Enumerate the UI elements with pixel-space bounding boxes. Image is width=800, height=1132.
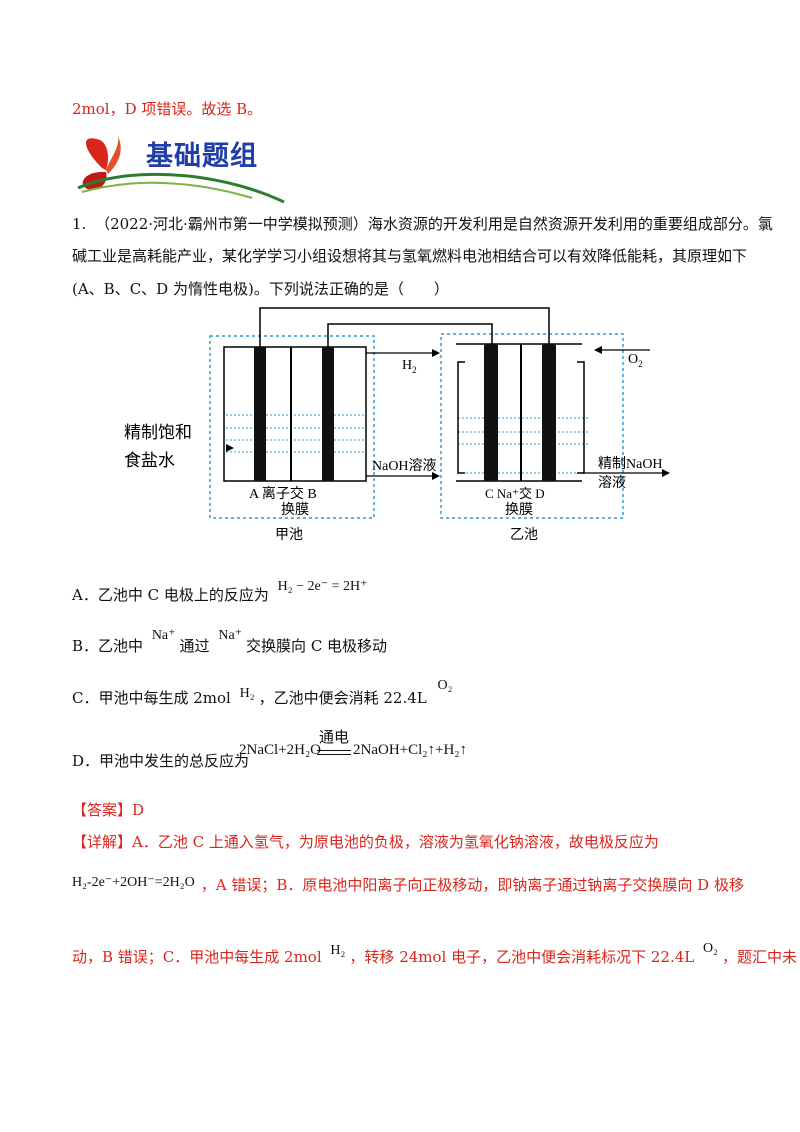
option-c-text-2: ，乙池中便会消耗 22.4L (258, 689, 427, 707)
option-b-text-2: 通过 (179, 637, 210, 655)
butterfly-icon (77, 136, 285, 204)
right-cell-boundary (440, 333, 624, 519)
question-line-2: 碱工业是高耗能产业，某化学学习小组设想将其与氢氧燃料电池相结合可以有效降低能耗，… (72, 247, 748, 265)
detail-text-3a: 动，B 错误；C．甲池中每生成 2mol (72, 948, 322, 966)
option-a-formula: H₂ − 2e⁻ = 2H⁺ (277, 579, 368, 594)
left-cell-label: 甲池 (275, 527, 303, 543)
previous-answer-tail: 2mol，D 项错误。故选 B。 (72, 100, 263, 118)
brine-label-2: 食盐水 (124, 451, 175, 470)
wire-b-c (327, 323, 493, 347)
refined-naoh-label-2: 溶液 (598, 475, 626, 491)
section-banner: 基础题组 (72, 128, 292, 204)
o2-label: O2 (628, 352, 643, 369)
refined-naoh-label-1: 精制NaOH (598, 456, 663, 472)
option-d-products: 2NaOH+Cl₂↑+H₂↑ (353, 742, 468, 758)
option-d-equals-sign (317, 750, 351, 755)
option-c-h2: H₂ (239, 686, 255, 701)
question-line-1: 1. （2022·河北·霸州市第一中学模拟预测）海水资源的开发利用是自然资源开发… (72, 214, 773, 234)
question-stem-1: 海水资源的开发利用是自然资源开发利用的重要组成部分。氯 (367, 215, 773, 233)
detail-text-2: ，A 错误；B．原电池中阳离子向正极移动，即钠离子通过钠离子交换膜向 D 极移 (200, 876, 744, 894)
option-d-condition: 通电 (319, 730, 350, 746)
left-membrane-label-2: 换膜 (281, 501, 309, 518)
option-d: D．甲池中发生的总反应为 (72, 751, 249, 771)
wire-a-d (259, 307, 550, 347)
naoh-solution-label: NaOH溶液 (372, 458, 437, 474)
option-c-o2: O₂ (437, 678, 453, 693)
detail-line-3: 动，B 错误；C．甲池中每生成 2mol H₂，转移 24mol 电子，乙池中便… (72, 941, 798, 969)
detail-label: 【详解】 (72, 833, 133, 851)
option-a-text: A．乙池中 C 电极上的反应为 (72, 586, 269, 604)
brine-label-1: 精制饱和 (124, 423, 192, 442)
left-membrane-label-1: A 离子交 B (249, 485, 317, 502)
right-membrane-label-1: C Na⁺交 D (485, 486, 545, 501)
option-b-ion-1: Na⁺ (151, 628, 176, 643)
option-d-reactants: 2NaCl+2H₂O (239, 742, 322, 758)
option-b: B．乙池中 Na⁺通过 Na⁺交换膜向 C 电极移动 (72, 628, 388, 658)
detail-text-3c: ，题汇中未 (722, 948, 798, 966)
electrode-a (254, 347, 266, 481)
electrolysis-diagram: 精制饱和 食盐水 H2 O2 NaOH溶液 精制NaOH 溶液 A 离子交 B … (124, 307, 670, 543)
electrode-d (542, 344, 556, 481)
electrode-b (322, 347, 334, 481)
detail-text-1: A．乙池 C 上通入氢气，为原电池的负极，溶液为氢氧化钠溶液，故电极反应为 (132, 833, 659, 851)
detail-line-2: H₂-2e⁻+2OH⁻=2H₂O ，A 错误；B．原电池中阳离子向正极移动，即钠离… (72, 875, 744, 897)
answer-label: 【答案】D (72, 801, 145, 819)
detail-o2: O₂ (703, 941, 719, 956)
question-source: （2022·河北·霸州市第一中学模拟预测） (95, 215, 368, 233)
option-b-ion-2: Na⁺ (218, 628, 243, 643)
left-cell-boundary (209, 335, 375, 519)
right-membrane-label-2: 换膜 (505, 501, 533, 518)
option-c: C．甲池中每生成 2mol H₂，乙池中便会消耗 22.4L O₂ (72, 678, 453, 710)
detail-line-1: 【详解】A．乙池 C 上通入氢气，为原电池的负极，溶液为氢氧化钠溶液，故电极反应… (72, 832, 659, 852)
left-container (223, 346, 367, 482)
option-d-text: D．甲池中发生的总反应为 (72, 752, 250, 770)
h2-label: H2 (402, 358, 417, 375)
electrode-c (484, 344, 498, 481)
detail-text-3b: ，转移 24mol 电子，乙池中便会消耗标况下 22.4L (349, 948, 695, 966)
section-title: 基础题组 (146, 141, 258, 172)
detail-formula: H₂-2e⁻+2OH⁻=2H₂O (72, 875, 195, 890)
detail-h2: H₂ (330, 943, 346, 958)
option-a: A．乙池中 C 电极上的反应为 H₂ − 2e⁻ = 2H⁺ (72, 579, 368, 607)
right-cell-label: 乙池 (510, 527, 538, 543)
option-b-text-1: B．乙池中 (72, 637, 144, 655)
question-line-3: (A、B、C、D 为惰性电极)。下列说法正确的是（ ） (72, 280, 449, 298)
option-c-text-1: C．甲池中每生成 2mol (72, 689, 231, 707)
question-number: 1. (72, 215, 87, 233)
option-b-text-3: 交换膜向 C 电极移动 (246, 637, 388, 655)
